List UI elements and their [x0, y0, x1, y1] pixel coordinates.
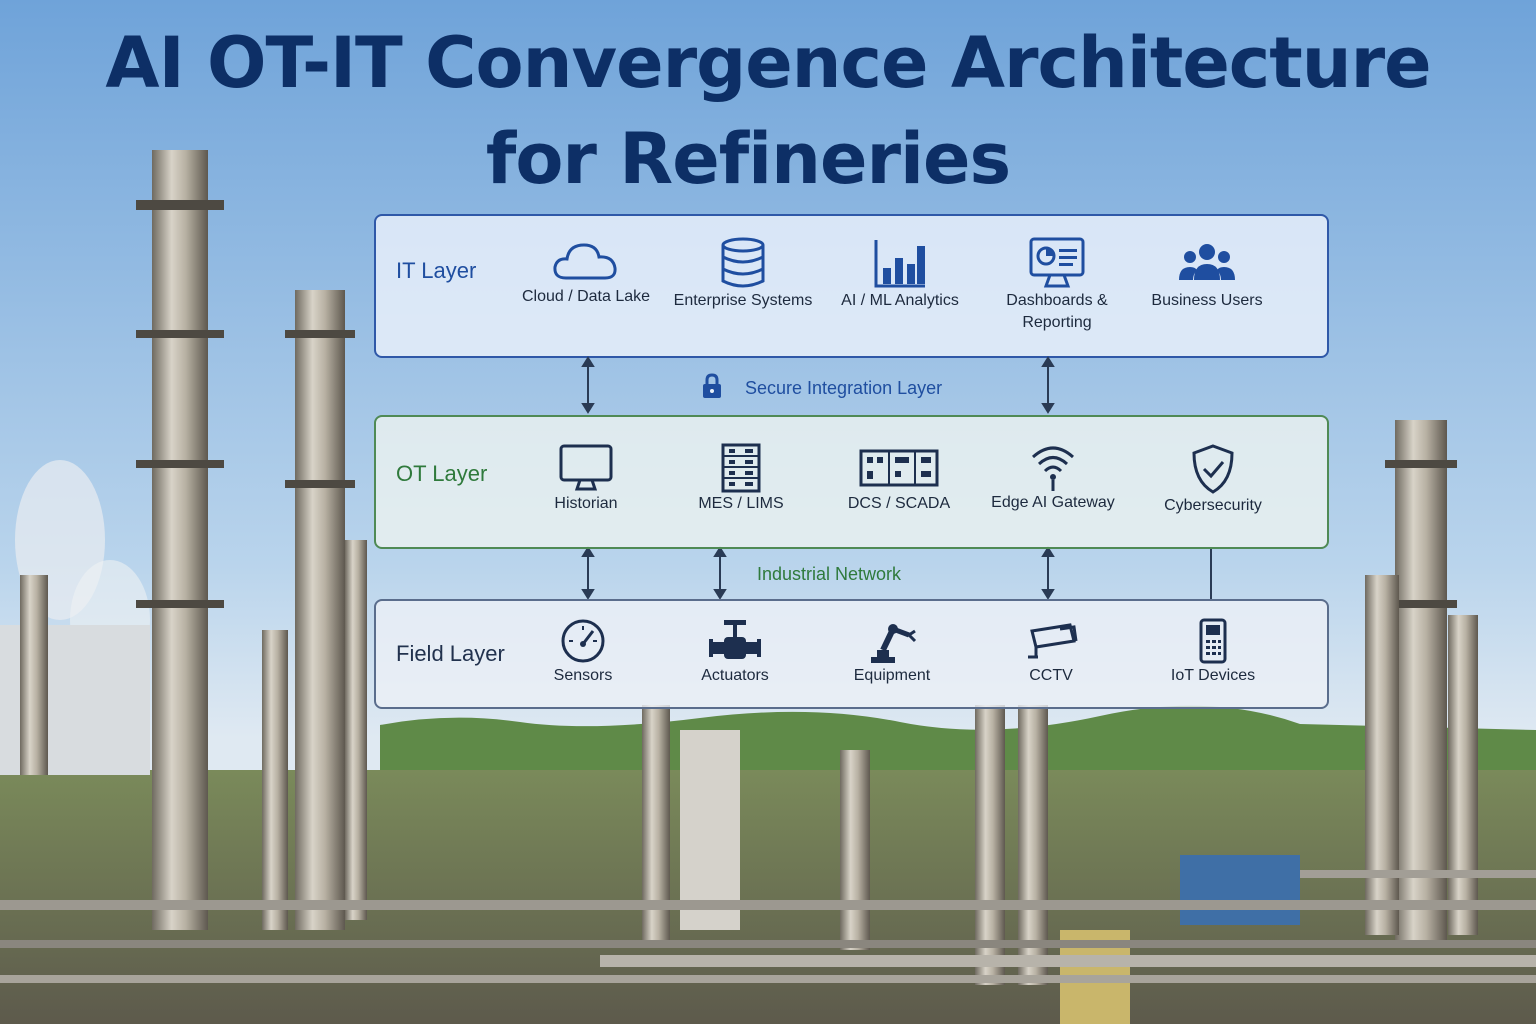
- secure-integration-label: Secure Integration Layer: [745, 378, 943, 398]
- page-title-line2: for Refineries: [485, 118, 1011, 200]
- ot-item-mes-label: MES / LIMS: [698, 495, 784, 512]
- gauge-icon: [561, 619, 605, 663]
- field-item-actuators-label: Actuators: [701, 667, 769, 684]
- it-item-enterprise: Enterprise Systems: [668, 236, 818, 312]
- server-rack-icon: [721, 443, 761, 493]
- field-item-equipment: Equipment: [817, 617, 967, 687]
- ot-item-edge-label: Edge AI Gateway: [991, 494, 1115, 511]
- industrial-network-label: Industrial Network: [757, 564, 902, 584]
- handheld-device-icon: [1199, 618, 1227, 664]
- field-item-actuators: Actuators: [660, 617, 810, 687]
- cloud-icon: [553, 243, 617, 280]
- camera-icon: [1028, 623, 1078, 659]
- robot-arm-icon: [871, 624, 917, 663]
- field-layer-box: Field Layer Sensors Actuators: [374, 599, 1329, 709]
- lock-icon: [703, 373, 721, 398]
- field-item-cctv: CCTV: [976, 617, 1126, 687]
- field-item-sensors-label: Sensors: [553, 667, 613, 684]
- it-item-users-label: Business Users: [1151, 292, 1263, 309]
- field-layer-label: Field Layer: [396, 641, 505, 666]
- ot-layer-box: OT Layer Historian MES / LIMS: [374, 415, 1329, 549]
- dashboard-icon: [1029, 237, 1085, 288]
- ot-item-dcs: DCS / SCADA: [824, 443, 974, 515]
- it-item-dashboards-label: Dashboards & Reporting: [1006, 292, 1108, 331]
- control-panel-icon: [859, 449, 939, 487]
- field-item-cctv-label: CCTV: [1029, 667, 1073, 684]
- ot-item-edge: Edge AI Gateway: [978, 441, 1128, 512]
- ot-layer-label: OT Layer: [396, 461, 488, 486]
- wireless-icon: [1031, 446, 1075, 491]
- ot-item-cyber: Cybersecurity: [1138, 443, 1288, 517]
- valve-icon: [709, 620, 761, 659]
- it-item-dashboards: Dashboards & Reporting: [982, 236, 1132, 334]
- it-item-enterprise-label: Enterprise Systems: [673, 292, 813, 309]
- it-item-aiml-label: AI / ML Analytics: [841, 292, 959, 309]
- shield-check-icon: [1192, 444, 1234, 494]
- it-item-cloud: Cloud / Data Lake: [511, 236, 661, 308]
- it-item-users: Business Users: [1132, 236, 1282, 312]
- it-layer-label: IT Layer: [396, 258, 477, 283]
- page-title: AI OT-IT Convergence Architecture: [105, 22, 1431, 104]
- ot-item-cyber-label: Cybersecurity: [1164, 497, 1262, 514]
- ot-item-historian-label: Historian: [554, 495, 618, 512]
- ot-item-mes: MES / LIMS: [666, 443, 816, 515]
- database-icon: [721, 237, 765, 288]
- bar-chart-icon: [874, 240, 925, 288]
- field-item-iot: IoT Devices: [1138, 617, 1288, 687]
- field-item-sensors: Sensors: [508, 617, 658, 687]
- monitor-icon: [559, 444, 613, 491]
- field-item-iot-label: IoT Devices: [1170, 667, 1256, 684]
- ot-item-dcs-label: DCS / SCADA: [847, 495, 951, 512]
- ot-item-historian: Historian: [511, 443, 661, 515]
- it-layer-box: IT Layer Cloud / Data Lake Enterprise Sy…: [374, 214, 1329, 358]
- field-item-equipment-label: Equipment: [853, 667, 931, 684]
- users-icon: [1179, 244, 1235, 280]
- it-item-cloud-label: Cloud / Data Lake: [521, 288, 651, 305]
- it-item-aiml: AI / ML Analytics: [825, 236, 975, 312]
